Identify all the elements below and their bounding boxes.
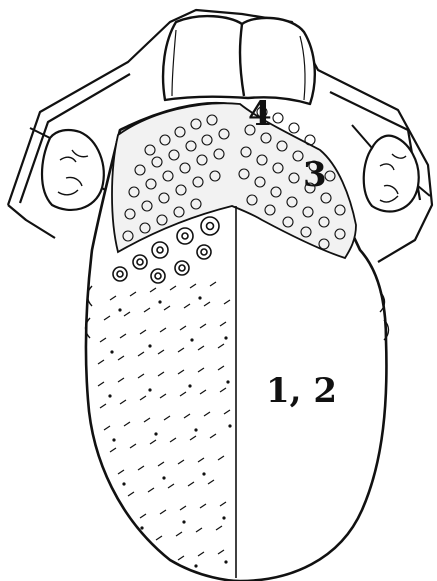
epiglottis (163, 16, 315, 104)
label-region-1-2: 1, 2 (266, 374, 337, 408)
right-palatine-tonsil (352, 125, 430, 212)
label-region-4: 4 (248, 97, 272, 131)
label-region-3: 3 (303, 158, 327, 192)
